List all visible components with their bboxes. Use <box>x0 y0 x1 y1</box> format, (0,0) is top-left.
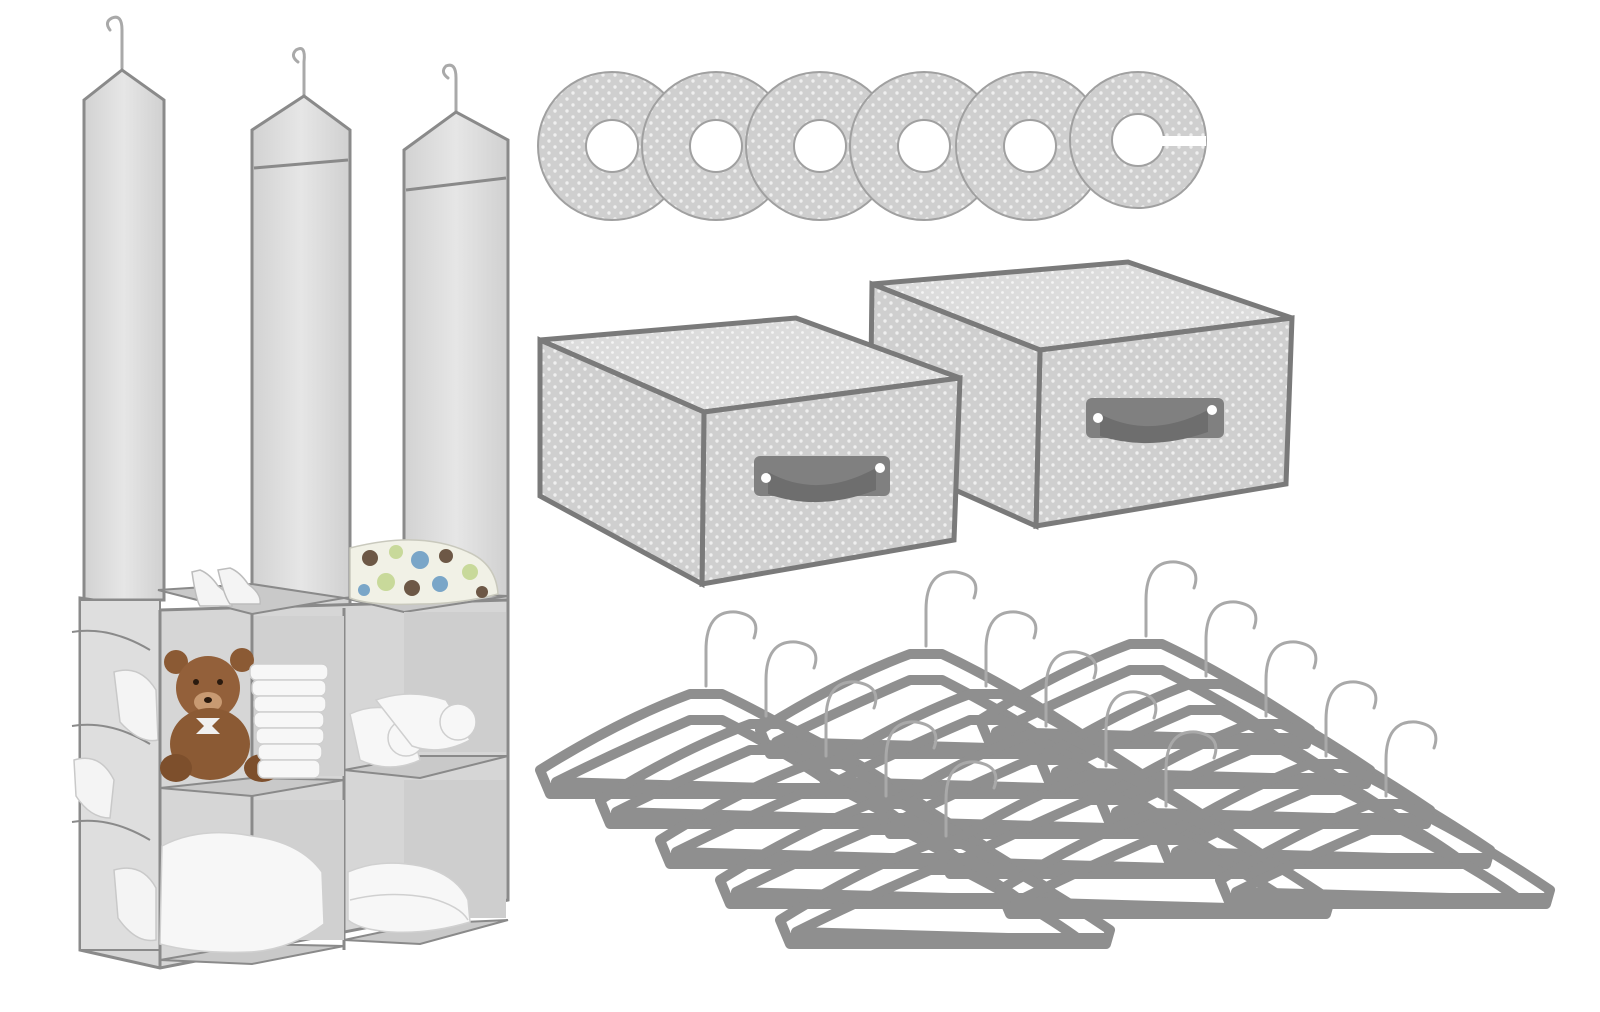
closet-divider <box>955 71 1105 221</box>
handle-icon <box>754 456 890 503</box>
handle-icon <box>1086 398 1224 444</box>
folded-blanket <box>159 831 325 954</box>
storage-bin <box>537 315 963 589</box>
pocket-socks <box>73 669 159 942</box>
strap-seam <box>253 158 349 170</box>
polka-dot-blanket-icon <box>349 539 499 606</box>
left-strap <box>82 68 166 602</box>
closet-divider <box>537 71 687 221</box>
closet-divider <box>1069 71 1207 209</box>
side-pockets <box>71 629 151 841</box>
closet-divider <box>641 71 791 221</box>
diaper-stack-icon <box>249 663 329 779</box>
hanging-closet-organizer <box>71 15 510 970</box>
strap-seam <box>405 176 507 192</box>
hanger-set <box>535 560 1555 949</box>
hanger <box>755 570 1095 759</box>
right-strap <box>402 110 510 612</box>
folded-cloths <box>347 862 471 934</box>
hanger <box>775 760 1115 949</box>
shoe-icon <box>191 567 261 607</box>
closet-size-dividers <box>537 71 1207 221</box>
towel-icon <box>349 693 477 768</box>
closet-divider <box>849 71 999 221</box>
hook-icon <box>105 15 458 114</box>
teddy-bear-icon <box>160 648 280 782</box>
hanger <box>975 560 1315 749</box>
middle-strap <box>250 94 352 612</box>
hanger <box>1215 720 1555 909</box>
